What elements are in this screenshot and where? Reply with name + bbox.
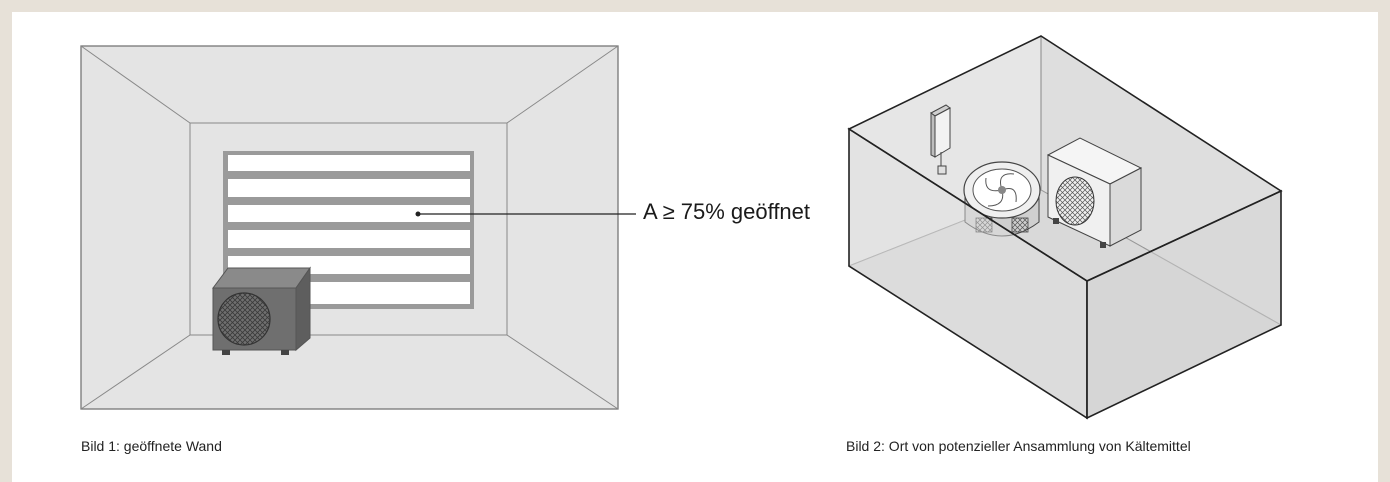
opening-ratio-label: A ≥ 75% geöffnet <box>643 199 811 224</box>
indoor-fan-unit <box>963 161 1041 237</box>
figure-1-caption: Bild 1: geöffnete Wand <box>81 438 222 454</box>
wall-control-box <box>930 104 951 175</box>
figure-2-caption: Bild 2: Ort von potenzieller Ansammlung … <box>846 438 1191 454</box>
room-edge-br <box>506 334 619 410</box>
room-edge-tl <box>80 45 191 124</box>
outdoor-unit-2 <box>1046 137 1143 248</box>
room-edge-tr <box>506 45 619 124</box>
room-edge-bl <box>80 334 191 410</box>
fan-grille <box>217 292 271 346</box>
box-top-outline <box>847 35 1283 282</box>
room-figure-1 <box>80 45 636 410</box>
outdoor-unit-1 <box>212 266 311 355</box>
room-figure-2 <box>847 35 1283 420</box>
